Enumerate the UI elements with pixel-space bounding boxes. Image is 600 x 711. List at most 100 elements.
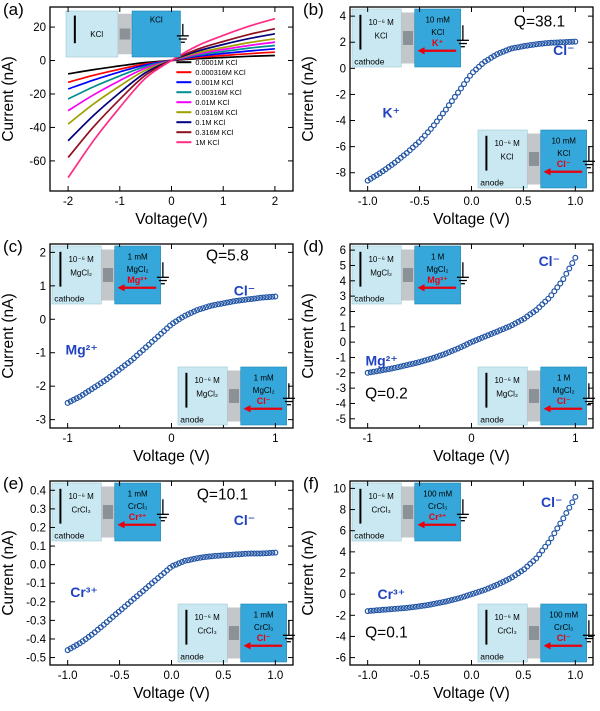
data-point	[70, 643, 77, 650]
data-point	[239, 550, 246, 557]
data-point	[536, 40, 543, 47]
data-point	[212, 552, 219, 559]
data-point	[194, 555, 201, 562]
data-point	[473, 589, 480, 596]
data-point	[554, 525, 561, 532]
data-point	[188, 309, 195, 316]
data-point	[563, 509, 570, 516]
x-tick-label: 0.5	[515, 670, 531, 682]
data-point	[194, 307, 201, 314]
legend-label: 0.000316M KCl	[195, 68, 246, 77]
reservoir-concentration: MgCl₂	[370, 269, 392, 278]
y-axis-title: Current (nA)	[300, 56, 317, 141]
data-point	[364, 369, 371, 376]
q-value-label: Q=0.2	[365, 386, 408, 403]
data-point	[470, 338, 477, 345]
x-tick-label: -0.5	[410, 196, 430, 208]
reservoir-concentration: CrCl₃	[254, 623, 273, 632]
data-point	[572, 254, 579, 261]
data-point	[439, 351, 446, 358]
x-axis-title: Voltage(V)	[135, 211, 207, 228]
data-point	[73, 395, 80, 402]
ground-symbol-icon	[456, 262, 469, 285]
x-tick-label: 1	[572, 433, 578, 445]
concentrated-reservoir	[240, 366, 287, 426]
data-point	[64, 647, 71, 654]
x-tick-label: -1	[363, 433, 373, 445]
y-tick-label: -4	[336, 116, 347, 128]
reservoir-concentration: 100 mM	[423, 489, 452, 498]
data-point	[530, 558, 537, 565]
data-point	[448, 347, 455, 354]
y-tick-label: 0	[40, 56, 46, 68]
data-point	[257, 294, 264, 301]
data-point	[506, 575, 513, 582]
data-point	[542, 543, 549, 550]
nanochannel	[402, 505, 414, 519]
data-point	[421, 132, 428, 139]
data-point	[230, 551, 237, 558]
data-point	[436, 352, 443, 359]
concentrated-reservoir	[414, 245, 461, 305]
concentrated-reservoir	[114, 245, 161, 305]
legend-label: 1M KCl	[195, 138, 219, 147]
data-point	[251, 295, 258, 302]
data-point	[424, 602, 431, 609]
data-point	[421, 602, 428, 609]
y-tick-label: 2	[340, 306, 346, 318]
x-tick-label: -0.5	[110, 670, 130, 682]
y-tick-label: -2	[36, 381, 46, 393]
data-point	[385, 366, 392, 373]
legend-label: 0.001M KCl	[195, 78, 234, 87]
inset-ion-label: Cl⁻	[557, 396, 571, 406]
ion-flow-arrowhead	[117, 284, 125, 292]
data-point	[560, 276, 567, 283]
y-tick-label: -2	[336, 89, 346, 101]
data-point	[367, 607, 374, 614]
y-tick-label: 4	[340, 547, 347, 559]
concentrated-reservoir	[414, 8, 461, 68]
nanochannel	[528, 389, 540, 403]
legend-label: 0.1M KCl	[195, 118, 225, 127]
y-tick-label: -0.2	[26, 597, 46, 609]
data-point	[391, 364, 398, 371]
x-tick-label: -1.0	[58, 670, 78, 682]
data-point	[461, 81, 468, 88]
data-point	[470, 590, 477, 597]
data-point	[260, 550, 267, 557]
data-point	[164, 325, 171, 332]
data-point	[400, 362, 407, 369]
data-point	[433, 353, 440, 360]
y-tick-label: -6	[336, 653, 346, 665]
data-point	[551, 530, 558, 537]
reservoir-concentration: 10⁻⁶ M	[494, 376, 520, 385]
y-tick-label: 20	[33, 22, 46, 34]
y-tick-label: 0	[340, 589, 346, 601]
axis-ticks	[50, 481, 293, 665]
reservoir-concentration: KCl	[501, 153, 514, 162]
nanochannel	[119, 28, 131, 40]
inset-ion-label: Cl⁻	[257, 633, 271, 643]
data-point	[142, 344, 149, 351]
ground-symbol-icon	[156, 499, 169, 522]
data-point	[376, 367, 383, 374]
data-point	[494, 51, 501, 58]
x-tick-label: 2	[272, 196, 278, 208]
reservoir-concentration: CrCl₃	[71, 506, 90, 515]
data-point	[467, 72, 474, 79]
data-point	[424, 129, 431, 136]
data-point	[545, 39, 552, 46]
reservoir-concentration: 10⁻⁶ M	[368, 18, 394, 27]
reservoir-concentration: 10 mM	[551, 136, 576, 145]
x-tick-label: 0.0	[164, 670, 180, 682]
data-point	[200, 305, 207, 312]
x-tick-label: 1.0	[567, 196, 583, 208]
ion-flow-arrowhead	[543, 405, 551, 413]
electrode-label: cathode	[354, 530, 385, 540]
y-tick-label: -8	[336, 168, 346, 180]
